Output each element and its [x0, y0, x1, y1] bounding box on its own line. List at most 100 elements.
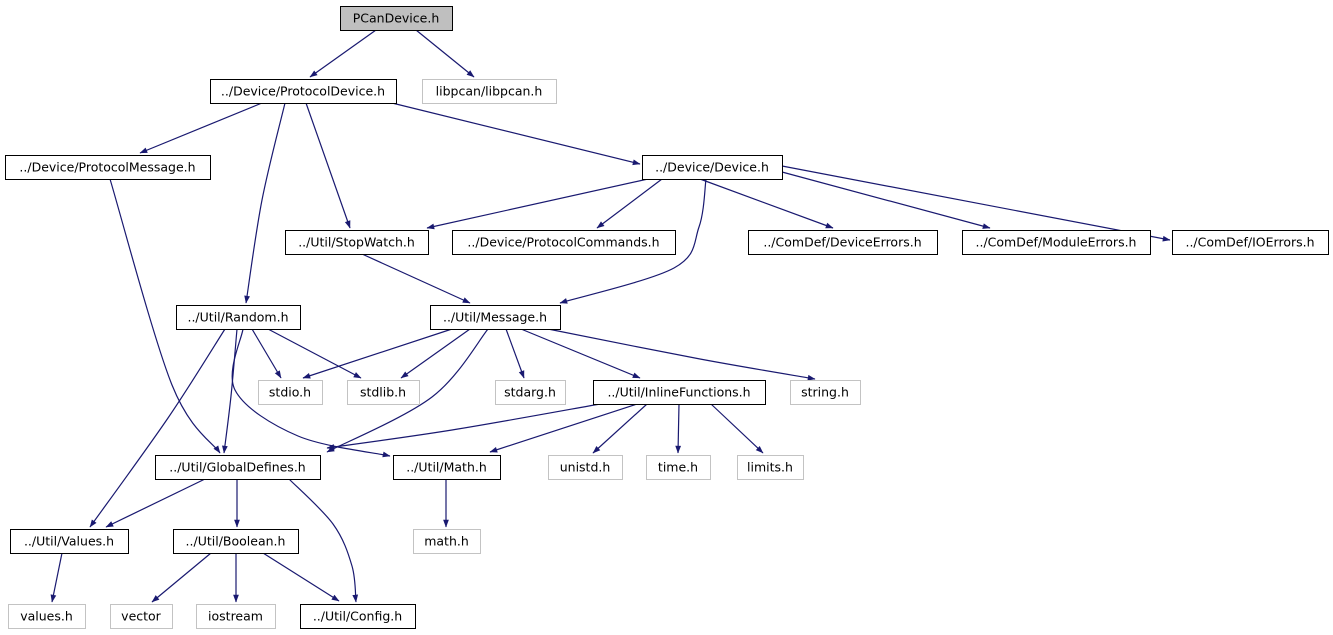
- node-string[interactable]: string.h: [790, 380, 861, 405]
- node-label-stdarg: stdarg.h: [504, 384, 556, 399]
- edge-message-to-inline: [520, 328, 641, 379]
- node-label-deverr: ../ComDef/DeviceErrors.h: [763, 234, 921, 249]
- edge-inline-to-globdef: [326, 403, 601, 450]
- node-box-ioerr: [1172, 230, 1329, 255]
- edge-protodev-to-protomsg: [139, 102, 263, 154]
- node-device[interactable]: ../Device/Device.h: [642, 155, 783, 180]
- node-label-boolean: ../Util/Boolean.h: [186, 533, 286, 548]
- node-stdio[interactable]: stdio.h: [258, 380, 323, 405]
- node-box-config: [300, 604, 416, 629]
- node-stopwatch[interactable]: ../Util/StopWatch.h: [285, 230, 429, 255]
- node-deverr[interactable]: ../ComDef/DeviceErrors.h: [748, 230, 938, 255]
- node-boolean[interactable]: ../Util/Boolean.h: [173, 529, 299, 554]
- node-math[interactable]: ../Util/Math.h: [393, 455, 501, 480]
- node-protocmd[interactable]: ../Device/ProtocolCommands.h: [452, 230, 676, 255]
- node-label-protodev: ../Device/ProtocolDevice.h: [221, 83, 385, 98]
- node-box-stdlib: [347, 380, 420, 405]
- node-label-pcan: PCanDevice.h: [353, 10, 440, 25]
- node-label-random: ../Util/Random.h: [187, 309, 288, 324]
- node-label-device: ../Device/Device.h: [655, 159, 769, 174]
- node-box-values: [10, 529, 129, 554]
- node-label-string: string.h: [801, 384, 849, 399]
- edge-device-to-deverr: [699, 178, 834, 229]
- node-libpcan[interactable]: libpcan/libpcan.h: [422, 79, 557, 104]
- node-box-stdarg: [495, 380, 566, 405]
- edge-device-to-moderr: [781, 171, 991, 229]
- edge-values-to-valuesh: [50, 552, 63, 603]
- edge-message-to-stdlib: [400, 328, 471, 379]
- node-random[interactable]: ../Util/Random.h: [176, 305, 301, 330]
- node-valuesh[interactable]: values.h: [8, 604, 86, 629]
- node-box-time: [646, 455, 711, 480]
- node-inline[interactable]: ../Util/InlineFunctions.h: [593, 380, 766, 405]
- node-time[interactable]: time.h: [646, 455, 711, 480]
- node-label-stdio: stdio.h: [269, 384, 311, 399]
- node-moderr[interactable]: ../ComDef/ModuleErrors.h: [962, 230, 1151, 255]
- node-message[interactable]: ../Util/Message.h: [430, 305, 561, 330]
- node-label-protomsg: ../Device/ProtocolMessage.h: [19, 159, 195, 174]
- node-label-limits: limits.h: [747, 459, 793, 474]
- node-box-iostream: [196, 604, 276, 629]
- edge-message-to-stdio: [302, 328, 453, 379]
- node-box-moderr: [962, 230, 1151, 255]
- node-label-time: time.h: [658, 459, 698, 474]
- edge-random-to-stdlib: [267, 328, 362, 379]
- node-globdef[interactable]: ../Util/GlobalDefines.h: [155, 455, 321, 480]
- node-box-globdef: [155, 455, 321, 480]
- edge-globdef-to-values: [105, 478, 206, 528]
- node-label-stdlib: stdlib.h: [360, 384, 406, 399]
- node-stdarg[interactable]: stdarg.h: [495, 380, 566, 405]
- node-label-globdef: ../Util/GlobalDefines.h: [169, 459, 305, 474]
- node-config[interactable]: ../Util/Config.h: [300, 604, 416, 629]
- node-unistd[interactable]: unistd.h: [548, 455, 623, 480]
- node-label-values: ../Util/Values.h: [24, 533, 114, 548]
- node-label-iostream: iostream: [208, 608, 263, 623]
- edge-inline-to-math: [489, 403, 638, 453]
- edge-device-to-ioerr: [781, 165, 1171, 242]
- edge-device-to-protocmd: [596, 178, 663, 229]
- node-limits[interactable]: limits.h: [737, 455, 804, 480]
- node-box-mathh: [413, 529, 481, 554]
- node-values[interactable]: ../Util/Values.h: [10, 529, 129, 554]
- node-label-config: ../Util/Config.h: [313, 608, 402, 623]
- node-ioerr[interactable]: ../ComDef/IOErrors.h: [1172, 230, 1329, 255]
- node-box-random: [176, 305, 301, 330]
- node-box-limits: [737, 455, 804, 480]
- edge-globdef-to-config: [288, 478, 359, 603]
- node-vector[interactable]: vector: [110, 604, 173, 629]
- node-label-libpcan: libpcan/libpcan.h: [436, 83, 543, 98]
- edge-layer: [50, 29, 1171, 603]
- node-label-unistd: unistd.h: [560, 459, 611, 474]
- edge-random-to-values: [89, 328, 226, 528]
- edge-protodev-to-random: [244, 102, 286, 304]
- node-label-vector: vector: [121, 608, 162, 623]
- node-protomsg[interactable]: ../Device/ProtocolMessage.h: [5, 155, 211, 180]
- node-iostream[interactable]: iostream: [196, 604, 276, 629]
- node-label-mathh: math.h: [424, 533, 469, 548]
- node-box-stopwatch: [285, 230, 429, 255]
- edge-random-to-math: [231, 328, 391, 458]
- node-pcan[interactable]: PCanDevice.h: [339, 5, 454, 32]
- edge-pcan-to-libpcan: [415, 29, 475, 78]
- edge-pcan-to-protodev: [309, 29, 377, 78]
- edge-message-to-globdef: [326, 328, 489, 453]
- node-label-valuesh: values.h: [20, 608, 73, 623]
- node-mathh[interactable]: math.h: [413, 529, 481, 554]
- node-label-inline: ../Util/InlineFunctions.h: [607, 384, 750, 399]
- edge-boolean-to-config: [262, 552, 340, 602]
- node-box-stdio: [258, 380, 323, 405]
- node-label-protocmd: ../Device/ProtocolCommands.h: [467, 234, 659, 249]
- node-box-vector: [110, 604, 173, 629]
- node-stdlib[interactable]: stdlib.h: [347, 380, 420, 405]
- node-box-unistd: [548, 455, 623, 480]
- node-protodev[interactable]: ../Device/ProtocolDevice.h: [210, 79, 397, 104]
- node-label-stopwatch: ../Util/StopWatch.h: [298, 234, 415, 249]
- node-label-ioerr: ../ComDef/IOErrors.h: [1185, 234, 1314, 249]
- node-box-valuesh: [8, 604, 86, 629]
- node-label-message: ../Util/Message.h: [443, 309, 547, 324]
- edge-boolean-to-vector: [151, 552, 212, 603]
- node-box-boolean: [173, 529, 299, 554]
- edge-device-to-message: [559, 178, 707, 304]
- edge-inline-to-unistd: [592, 403, 648, 454]
